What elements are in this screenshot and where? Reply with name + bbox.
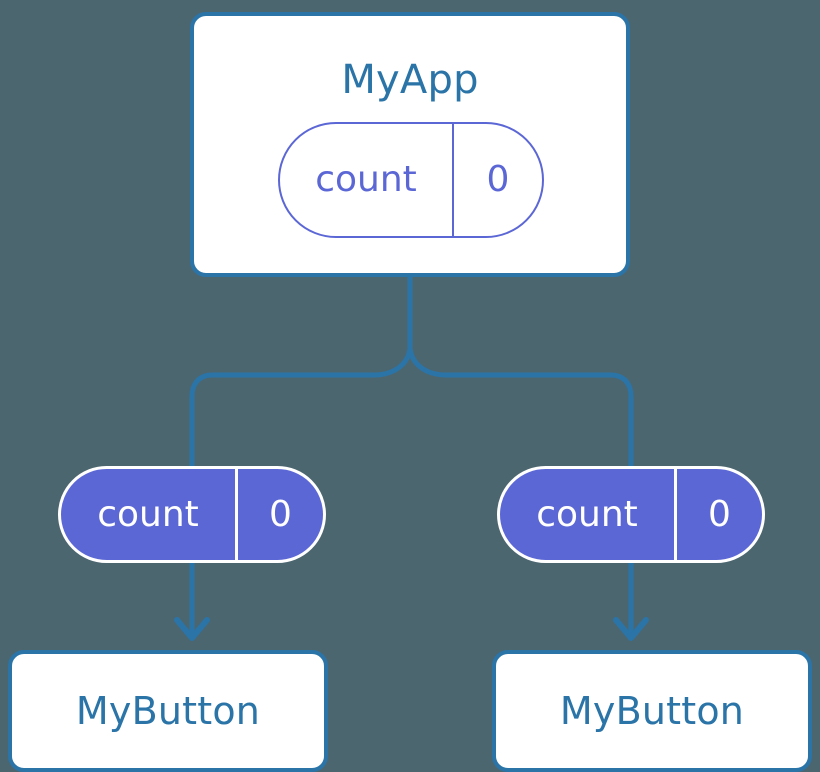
state-pill-myapp[interactable]: count 0 <box>278 122 544 238</box>
component-title-myapp: MyApp <box>341 57 479 103</box>
state-pill-right[interactable]: count 0 <box>497 466 765 563</box>
state-pill-right-key: count <box>536 493 638 535</box>
state-pill-right-value: 0 <box>674 469 762 560</box>
arrow-head-left-icon <box>174 617 210 641</box>
component-box-mybutton-left[interactable]: MyButton <box>8 650 328 772</box>
component-title-mybutton-left: MyButton <box>75 689 261 733</box>
state-pill-left-value: 0 <box>235 469 323 560</box>
component-title-mybutton-right: MyButton <box>559 689 745 733</box>
edge-fork-left <box>189 347 413 466</box>
state-pill-myapp-key: count <box>315 159 417 200</box>
state-pill-myapp-value: 0 <box>452 124 542 236</box>
state-pill-left[interactable]: count 0 <box>58 466 326 563</box>
state-pill-left-key: count <box>97 493 199 535</box>
component-box-mybutton-right[interactable]: MyButton <box>492 650 812 772</box>
edge-fork-right <box>407 347 634 466</box>
arrow-head-right-icon <box>613 617 649 641</box>
